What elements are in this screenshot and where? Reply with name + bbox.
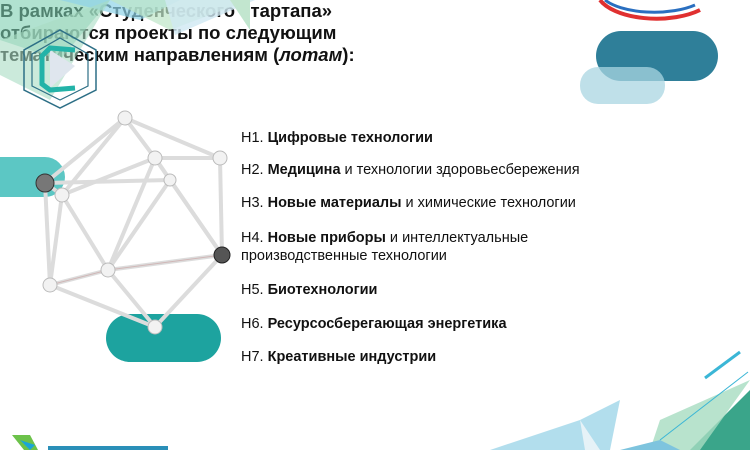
- list-item: Н2. Медицина и технологии здоровьесбереж…: [241, 162, 580, 178]
- list-item: Н3. Новые материалы и химические техноло…: [241, 195, 576, 211]
- list-item: Н5. Биотехнологии: [241, 282, 378, 298]
- list-item: Н6. Ресурсосберегающая энергетика: [241, 316, 507, 332]
- title-italic: лотам: [279, 44, 343, 65]
- list-item: Н7. Креативные индустрии: [241, 349, 437, 365]
- startup-logo: [23, 29, 97, 109]
- list-item: Н1. Цифровые технологии: [241, 130, 433, 146]
